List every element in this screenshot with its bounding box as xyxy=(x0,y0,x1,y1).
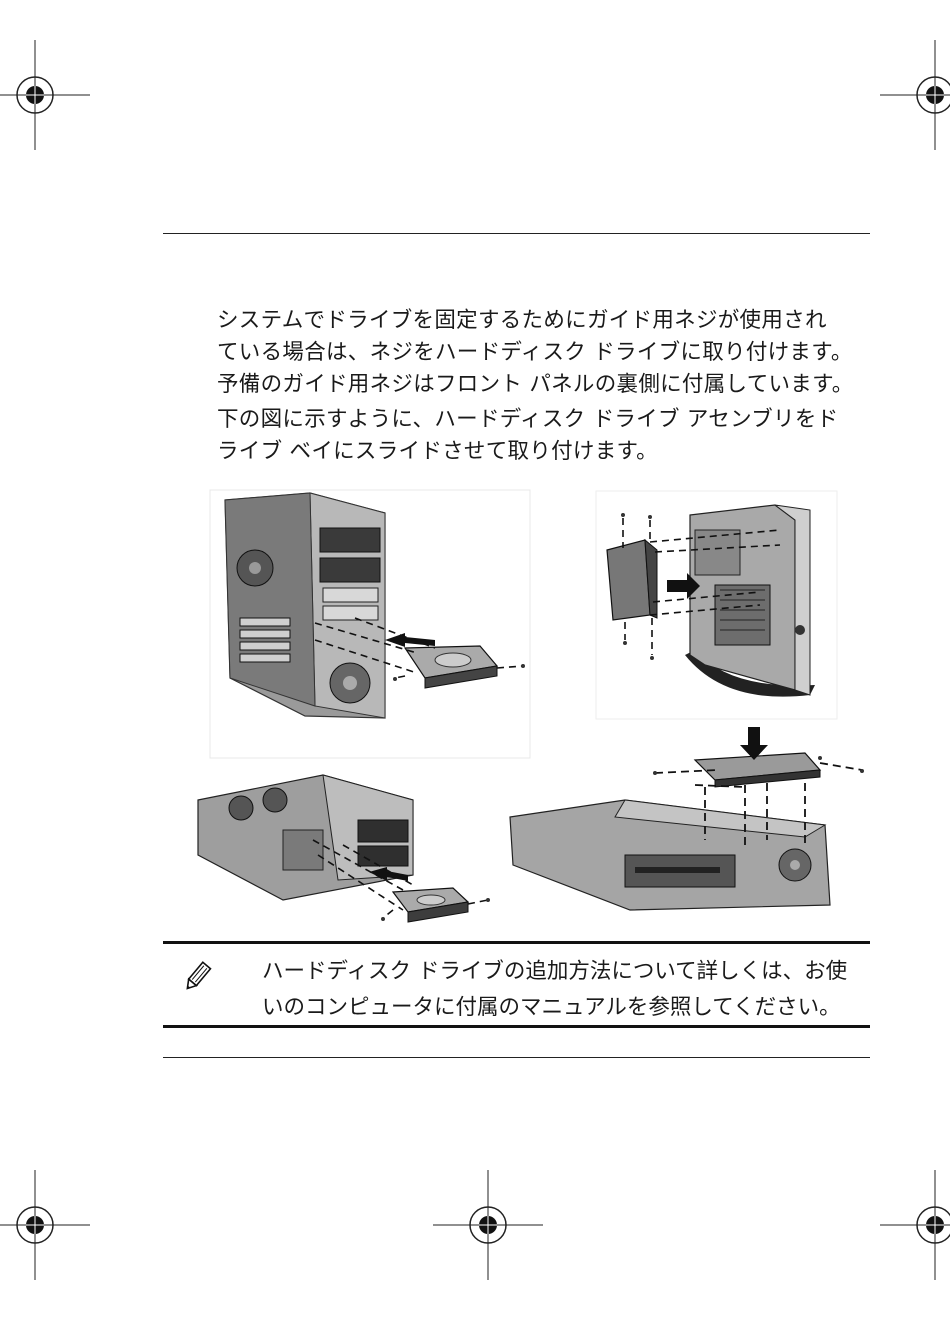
header-rule xyxy=(163,233,870,234)
small-form-factor-chassis-illustration xyxy=(505,725,870,915)
note-bottom-rule xyxy=(163,1025,870,1028)
registration-mark-bottom-center xyxy=(433,1170,543,1280)
registration-mark-bottom-left xyxy=(0,1170,90,1280)
paragraph-line-1: システムでドライブを固定するためにガイド用ネジが使用され xyxy=(217,305,877,337)
note-line-2: いのコンピュータに付属のマニュアルを参照してください。 xyxy=(262,990,872,1026)
tower-chassis-illustration xyxy=(205,488,535,760)
note-text: ハードディスク ドライブの追加方法について詳しくは、お使 いのコンピュータに付属… xyxy=(262,954,872,1026)
ultra-slim-chassis-illustration xyxy=(595,490,840,720)
pencil-icon xyxy=(180,960,214,994)
footer-rule xyxy=(163,1057,870,1058)
desktop-chassis-illustration xyxy=(193,770,493,925)
registration-mark-top-left xyxy=(0,40,90,150)
note-line-1: ハードディスク ドライブの追加方法について詳しくは、お使 xyxy=(262,954,872,990)
instruction-paragraph: システムでドライブを固定するためにガイド用ネジが使用され ている場合は、ネジをハ… xyxy=(217,305,877,401)
registration-mark-top-right xyxy=(880,40,950,150)
paragraph-line-3: 予備のガイド用ネジはフロント パネルの裏側に付属しています。 xyxy=(217,369,877,401)
instruction-paragraph-2: 下の図に示すように、ハードディスク ドライブ アセンブリをド ライブ ベイにスラ… xyxy=(217,404,877,468)
paragraph-line-4: 下の図に示すように、ハードディスク ドライブ アセンブリをド xyxy=(217,404,877,436)
paragraph-line-2: ている場合は、ネジをハードディスク ドライブに取り付けます。 xyxy=(217,337,877,369)
paragraph-line-5: ライブ ベイにスライドさせて取り付けます。 xyxy=(217,436,877,468)
note-top-rule xyxy=(163,941,870,944)
registration-mark-bottom-right xyxy=(880,1170,950,1280)
